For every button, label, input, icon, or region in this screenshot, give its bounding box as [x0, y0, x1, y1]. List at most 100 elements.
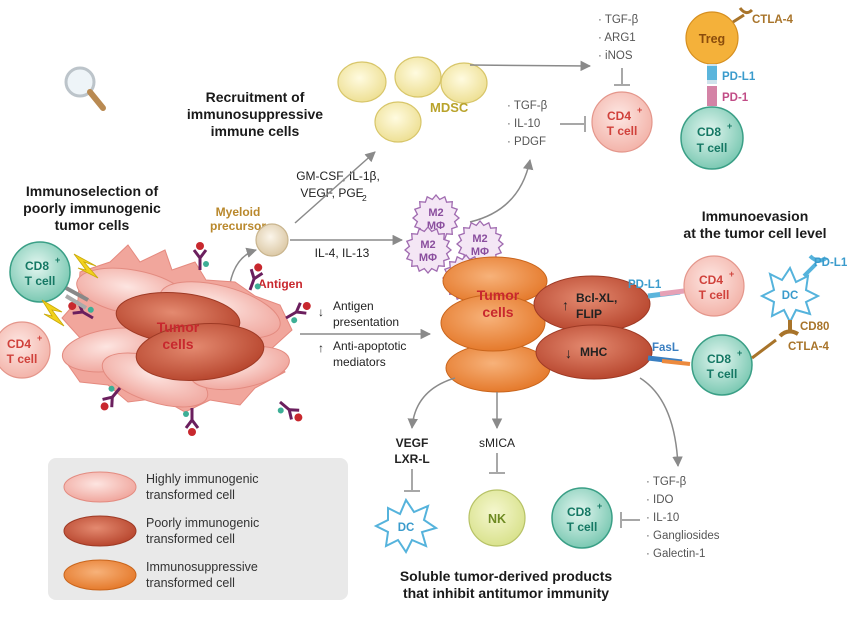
treg-label: Treg: [699, 32, 725, 46]
cd4-t-cell-top: CD4 + T cell: [591, 91, 653, 153]
dc-label-bottom: DC: [398, 522, 415, 534]
bottom-list-item: · IDO: [646, 494, 674, 506]
immunoselection-title-line1: Immunoselection of: [26, 183, 159, 199]
bottom-list-item: · Gangliosides: [646, 530, 720, 542]
antigen-label: Antigen: [258, 277, 303, 291]
mphi-label: MΦ: [419, 252, 437, 264]
antigen-marker: [183, 408, 200, 436]
tumor-label-right-line2: cells: [482, 304, 513, 320]
tumor-label-left-line2: cells: [162, 336, 193, 352]
dc-label-right: DC: [782, 290, 799, 302]
mid-list-item: · PDGF: [507, 136, 546, 148]
myeloid-label-line1: Myeloid: [216, 205, 261, 219]
bottom-list-item: · IL-10: [646, 512, 679, 524]
legend-label-line2: transformed cell: [146, 576, 235, 590]
antigen-presentation-line2: presentation: [333, 315, 399, 329]
cd4-superscript: +: [637, 105, 642, 115]
legend-label-line1: Highly immunogenic: [146, 472, 259, 486]
cd8-t-cell-left: CD8 + T cell: [9, 241, 71, 303]
bottom-list-item: · Galectin-1: [646, 548, 705, 560]
immunoselection-title-line3: tumor cells: [55, 217, 130, 233]
cd4-superscript: +: [37, 333, 42, 343]
cd4-t-cell-right: CD4 + T cell: [683, 255, 745, 317]
arrow-myeloid-to-mdsc: [294, 151, 376, 224]
myeloid-label-line2: precursor: [210, 219, 266, 233]
t-cell-label: T cell: [567, 520, 598, 534]
anti-apoptotic-arrow: ↑: [318, 341, 324, 355]
legend-label-line1: Immunosuppressive: [146, 560, 258, 574]
right-tumor-cluster: [440, 256, 653, 393]
cd8-t-cell-top: CD8 + T cell: [680, 106, 744, 170]
cd80-connector: [778, 320, 800, 338]
myeloid-precursor-cell: [255, 223, 289, 257]
lightning-bolt-icon: [73, 253, 99, 279]
antigen-markers: [68, 242, 311, 436]
vegf-label-line2: LXR-L: [394, 452, 429, 466]
antigen-marker: [248, 263, 264, 291]
pdl1-receptor-dc: [802, 254, 828, 278]
legend-label-line1: Poorly immunogenic: [146, 516, 259, 530]
bottom-list-item: · TGF-β: [646, 476, 687, 488]
pdl1-label-top: PD-L1: [722, 71, 756, 83]
mdsc-cluster: [337, 56, 488, 143]
recruitment-title-line1: Recruitment of: [206, 89, 305, 105]
mid-list-item: · TGF-β: [507, 100, 548, 112]
cd8-superscript: +: [55, 255, 60, 265]
mhc-label: MHC: [580, 345, 608, 359]
nk-cell: NK: [468, 489, 526, 547]
anti-apoptotic-line1: Anti-apoptotic: [333, 339, 406, 353]
legend-item: Highly immunogenic transformed cell: [63, 471, 259, 503]
mphi-label: MΦ: [471, 246, 489, 258]
mhc-down-arrow: ↓: [565, 345, 572, 361]
pdl1-label-right: PD-L1: [628, 279, 662, 291]
legend-swatch: [63, 471, 137, 503]
mid-factor-list: · TGF-β · IL-10 · PDGF: [507, 100, 548, 148]
immunoevasion-title-line1: Immunoevasion: [702, 208, 809, 224]
cd8-label: CD8: [567, 505, 591, 519]
antigen-marker: [100, 385, 122, 411]
legend-label-line2: transformed cell: [146, 488, 235, 502]
il4-label: IL-4, IL-13: [315, 246, 370, 260]
top-list-item: · iNOS: [598, 50, 633, 62]
arrow-m2-to-factors: [469, 158, 534, 223]
gm-csf-label-line1: GM-CSF, IL-1β,: [296, 169, 380, 183]
recruitment-title-line3: immune cells: [211, 123, 300, 139]
soluble-title-line2: that inhibit antitumor immunity: [403, 585, 609, 601]
bcl-up-arrow: ↑: [562, 297, 569, 313]
m2-label: M2: [428, 207, 443, 219]
magnifier-icon: [64, 66, 106, 111]
mid-list-item: · IL-10: [507, 118, 540, 130]
cd4-label: CD4: [7, 337, 31, 351]
ctla4-label-top: CTLA-4: [752, 14, 793, 26]
gm-csf-subscript: 2: [362, 193, 367, 203]
t-cell-label: T cell: [7, 352, 38, 366]
top-factor-list: · TGF-β · ARG1 · iNOS: [598, 14, 639, 62]
ctla4-label-right: CTLA-4: [788, 341, 829, 353]
tumor-label-right-line1: Tumor: [477, 287, 520, 303]
nk-label: NK: [488, 512, 506, 526]
recruitment-title-line2: immunosuppressive: [187, 106, 323, 122]
pdl1-label-dc: PD-L1: [814, 257, 848, 269]
m2-label: M2: [472, 233, 487, 245]
t-cell-label: T cell: [707, 367, 738, 381]
tcr-connectors: [41, 253, 99, 327]
legend-swatch: [63, 515, 137, 547]
ctla4-receptor-top: [732, 7, 754, 24]
pdl1-bar-top: [707, 66, 717, 80]
t-cell-label: T cell: [699, 288, 730, 302]
antigen-presentation-arrow: ↓: [318, 305, 324, 319]
t-cell-label: T cell: [607, 124, 638, 138]
lightning-bolt-icon: [41, 299, 65, 327]
cd80-label: CD80: [800, 321, 829, 333]
gm-csf-label-line2: VEGF, PGE: [300, 186, 363, 200]
cd8-superscript: +: [597, 501, 602, 511]
m2-label: M2: [420, 239, 435, 251]
smica-label: sMICA: [479, 436, 515, 450]
bcl-label-line2: FLIP: [576, 307, 602, 321]
cd8-label: CD8: [697, 125, 721, 139]
